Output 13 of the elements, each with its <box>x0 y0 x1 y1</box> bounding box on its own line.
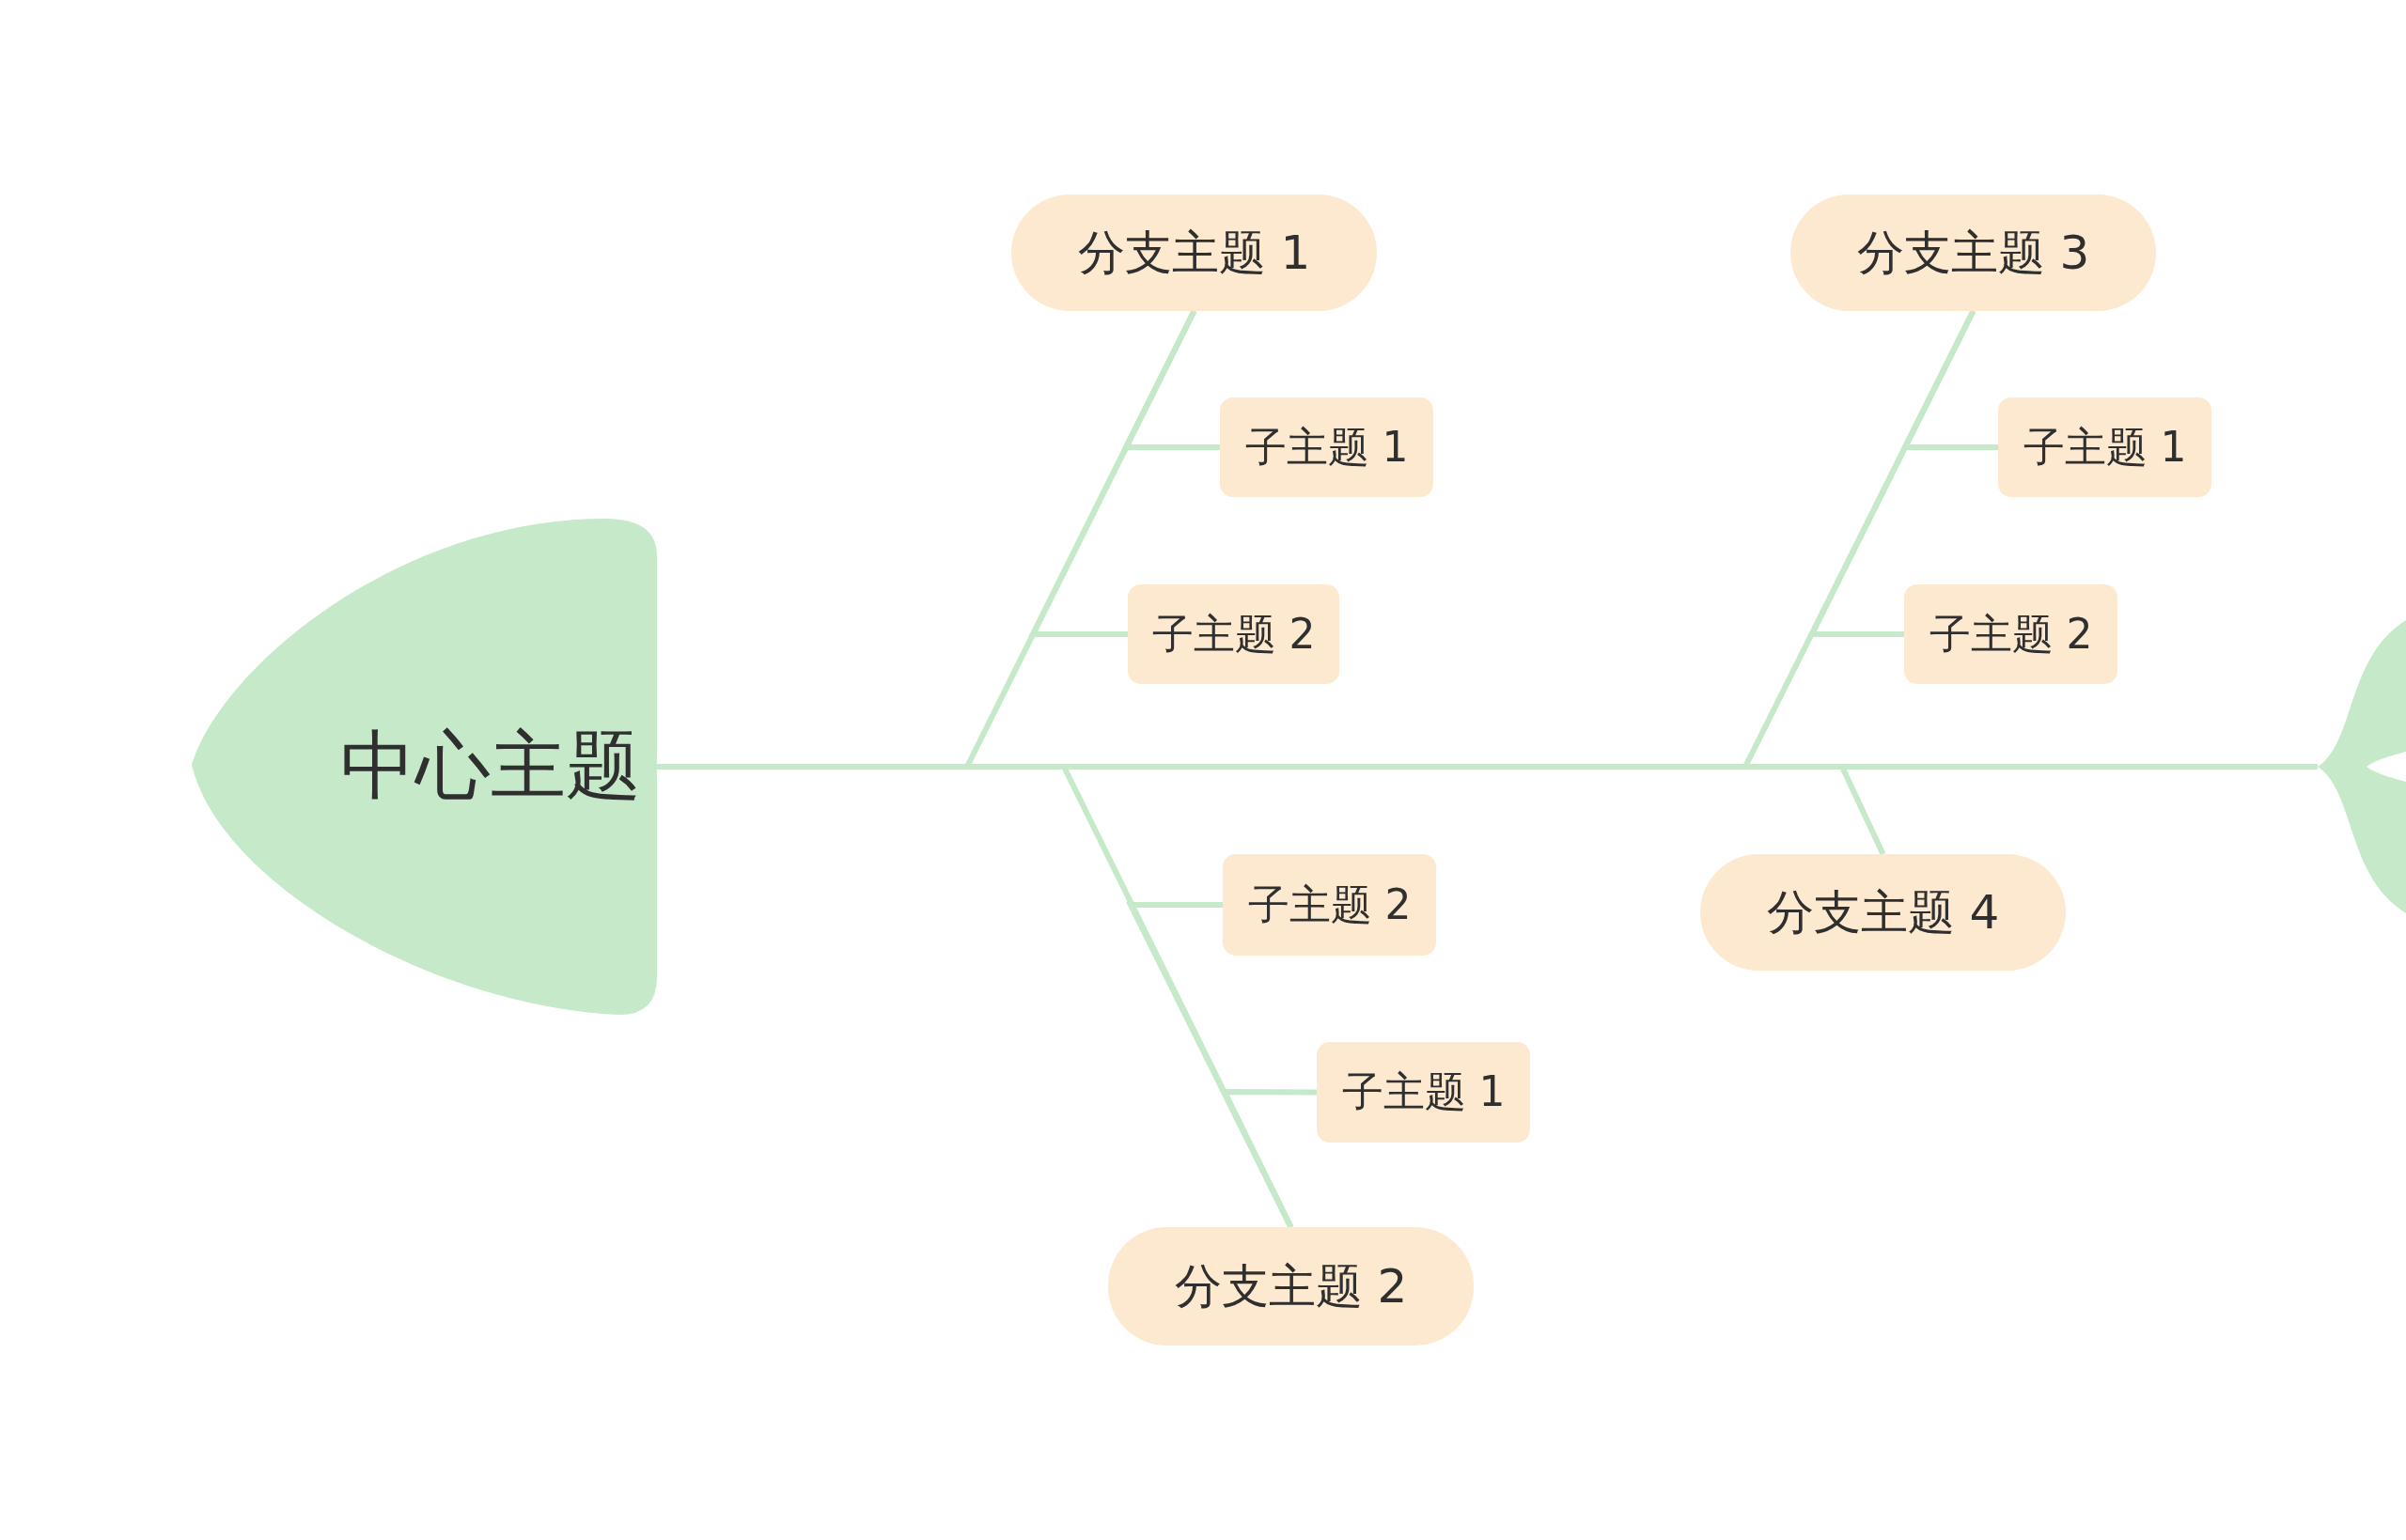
subtopic-tag: 子主题 2 <box>1128 584 1339 684</box>
subtopic-tag: 子主题 1 <box>1317 1042 1530 1143</box>
central-topic-text: 中心主题 <box>339 721 641 811</box>
branch-topic-pill: 分支主题 3 <box>1790 194 2156 311</box>
subtopic-tag: 子主题 1 <box>1220 397 1433 497</box>
branch-topic-pill: 分支主题 2 <box>1108 1227 1474 1346</box>
subtopic-tag: 子主题 1 <box>1998 397 2211 497</box>
fish-tail-shape <box>2318 620 2406 913</box>
subtopic-tag: 子主题 2 <box>1904 584 2117 684</box>
subtopic-tag: 子主题 2 <box>1223 854 1436 956</box>
branch-topic-pill: 分支主题 1 <box>1011 194 1377 311</box>
connector-line <box>1028 309 1197 637</box>
branch-topic-pill: 分支主题 4 <box>1700 854 2066 971</box>
